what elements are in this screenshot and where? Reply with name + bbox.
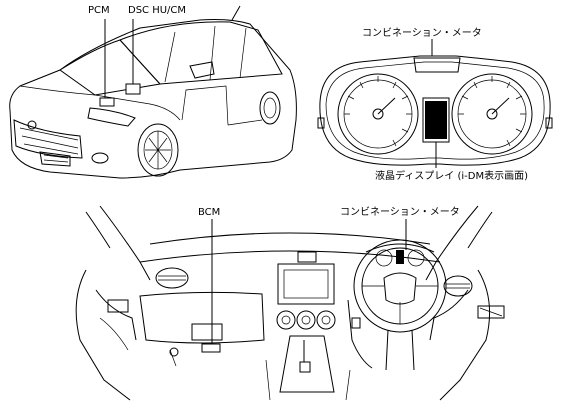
- bcm-label: BCM: [198, 207, 220, 218]
- combination-meter: [317, 39, 553, 168]
- pcm-label: PCM: [88, 5, 110, 16]
- meter-top-label: コンビネーション・メータ: [362, 27, 482, 39]
- meter-bottom-label: コンビネーション・メータ: [340, 206, 460, 218]
- dsc-label: DSC HU/CM: [128, 5, 186, 16]
- dashboard-illustration: [75, 205, 505, 401]
- lcd-label: 液晶ディスプレイ (i-DM表示画面): [375, 169, 528, 182]
- car-illustration: [9, 5, 297, 179]
